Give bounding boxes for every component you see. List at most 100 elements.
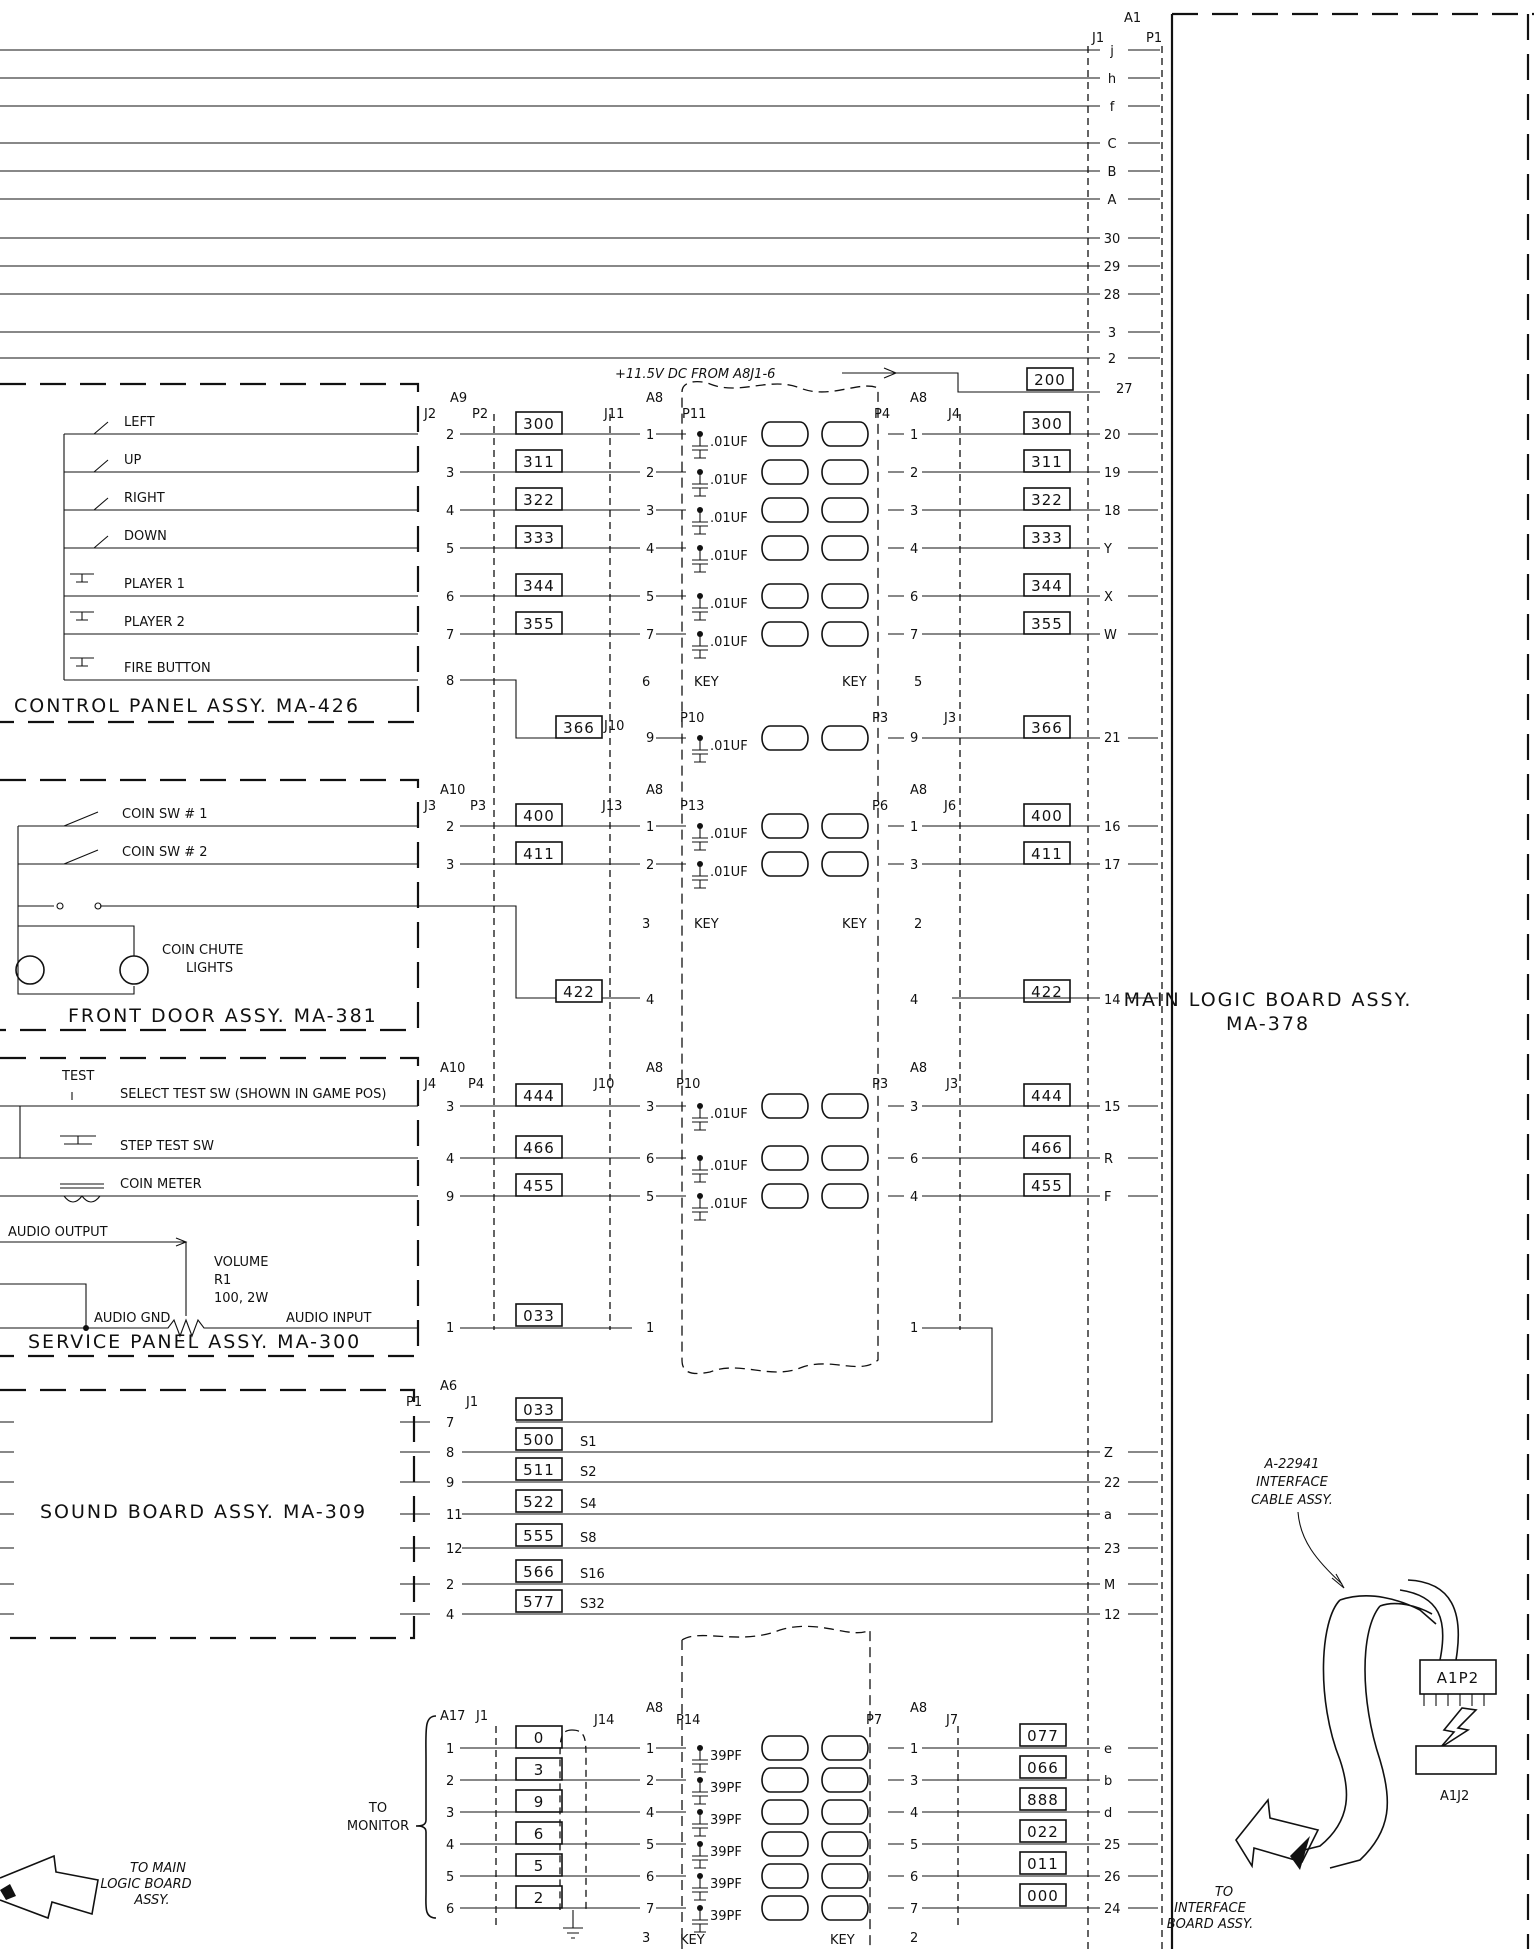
service-row-code-right-box	[1023, 1173, 1071, 1197]
top-pin-label: 28	[1104, 288, 1121, 303]
front-a8-right: A8	[910, 783, 927, 798]
control-row-cap: .01UF	[710, 549, 748, 564]
monitor-right-pin: d	[1104, 1806, 1112, 1821]
ferrite-bead-right	[821, 1799, 869, 1825]
monitor-cap: 39PF	[710, 1749, 742, 1764]
sound-pin: 8	[446, 1446, 454, 1461]
audio-code: 033	[523, 1307, 555, 1325]
front-row-code-right-box	[1023, 803, 1071, 827]
ferrite-bead-right	[821, 421, 869, 447]
monitor-code: 2	[534, 1889, 545, 1907]
sound-j1: J1	[465, 1395, 478, 1410]
control-row-pin: 2	[446, 428, 454, 443]
joystick-switch	[64, 459, 109, 473]
a1j2-label: A1J2	[1440, 1789, 1469, 1804]
to-interface-2: INTERFACE	[1174, 1901, 1246, 1916]
monitor-right-pin: 24	[1104, 1902, 1121, 1917]
control-p4: P4	[874, 407, 890, 422]
service-a8-right: A8	[910, 1061, 927, 1076]
front-key-right-num: 2	[914, 917, 922, 932]
front-row-code: 400	[523, 807, 555, 825]
sound-code-box	[515, 1589, 563, 1613]
main-logic-board-boundary: A1 J1 P1 MAIN LOGIC BOARD ASSY. MA-378	[1091, 11, 1534, 1949]
front-extra-mid: 4	[646, 993, 654, 1008]
control-row-code-right: 344	[1031, 577, 1063, 595]
sound-code: 522	[523, 1493, 555, 1511]
monitor-code-right-box	[1019, 1723, 1067, 1747]
dc-pin: 27	[1116, 382, 1133, 397]
front-row-right-pin: 16	[1104, 820, 1121, 835]
service-row-pin: 9	[446, 1190, 454, 1205]
monitor-mid-right: 6	[910, 1870, 918, 1885]
ferrite-bead-right	[821, 1831, 869, 1857]
front-row-code-box	[515, 803, 563, 827]
top-pin-label: j	[1109, 44, 1114, 59]
monitor-j1: J1	[475, 1709, 488, 1724]
sound-right-pin: M	[1104, 1578, 1115, 1593]
sound-pin: 9	[446, 1476, 454, 1491]
ferrite-bead-left	[761, 421, 809, 447]
ferrite-bead-right	[821, 621, 869, 647]
sound-code: 555	[523, 1527, 555, 1545]
sound-signal: S2	[580, 1465, 597, 1480]
control-row-mid: 5	[646, 590, 654, 605]
monitor-code-box	[515, 1885, 563, 1909]
service-row-right-pin: 15	[1104, 1100, 1121, 1115]
monitor-code-right: 888	[1027, 1791, 1059, 1809]
monitor-cap: 39PF	[710, 1813, 742, 1828]
to-main-1: TO MAIN	[130, 1861, 186, 1876]
control-row-code-right: 322	[1031, 491, 1063, 509]
control-row-code: 300	[523, 415, 555, 433]
control-row-cap: .01UF	[710, 473, 748, 488]
monitor-code-box	[515, 1789, 563, 1813]
monitor-pin: 2	[446, 1774, 454, 1789]
top-pin-label: 3	[1108, 326, 1116, 341]
ferrite-bead-right	[821, 1183, 869, 1209]
fire-code-box	[555, 715, 603, 739]
sound-code: 511	[523, 1461, 555, 1479]
coin-chute-label-2: LIGHTS	[186, 961, 233, 976]
monitor-code-right-box	[1019, 1851, 1067, 1875]
fire-j3: J3	[943, 711, 956, 726]
joystick-switch	[64, 497, 109, 511]
sound-right-pin: 12	[1104, 1608, 1121, 1623]
audio-pin: 1	[446, 1321, 454, 1336]
monitor-key-left-num: 3	[642, 1931, 650, 1946]
control-row-code-right: 300	[1031, 415, 1063, 433]
control-row-label: FIRE BUTTON	[124, 661, 211, 676]
filter-capacitor	[692, 634, 708, 659]
control-row-label: UP	[124, 453, 142, 468]
sound-pin: 12	[446, 1542, 463, 1557]
filter-capacitor	[692, 1844, 708, 1869]
audio-mid: 1	[646, 1321, 654, 1336]
control-row-label: LEFT	[124, 415, 155, 430]
ferrite-bead-left	[761, 851, 809, 877]
control-row-code-box	[515, 611, 563, 635]
sound-right-pin: 22	[1104, 1476, 1121, 1491]
cable-line-1: A-22941	[1264, 1457, 1320, 1472]
a8-filter-board	[493, 380, 961, 1949]
service-row-right-pin: F	[1104, 1190, 1111, 1205]
front-p3: P3	[470, 799, 486, 814]
monitor-key-right: KEY	[830, 1933, 855, 1948]
filter-capacitor	[692, 596, 708, 621]
fire-j10: J10	[603, 719, 624, 734]
filter-capacitor	[692, 548, 708, 573]
audio-output-label: AUDIO OUTPUT	[8, 1225, 108, 1240]
service-p3: P3	[872, 1077, 888, 1092]
ferrite-bead-left	[761, 621, 809, 647]
coin-chute-lamp-right	[119, 955, 149, 985]
front-row-code-right: 411	[1031, 845, 1063, 863]
filter-capacitor	[692, 1106, 708, 1131]
filter-capacitor	[692, 864, 708, 889]
pushbutton-switch	[68, 611, 100, 635]
top-pin-label: C	[1107, 137, 1116, 152]
service-row-code-box	[515, 1083, 563, 1107]
ferrite-bead-left	[761, 459, 809, 485]
monitor-mid: 4	[646, 1806, 654, 1821]
monitor-pin: 1	[446, 1742, 454, 1757]
test-switch	[19, 1092, 96, 1159]
control-key-left-num: 6	[642, 675, 650, 690]
coin-chute-lamp-left	[15, 955, 45, 985]
